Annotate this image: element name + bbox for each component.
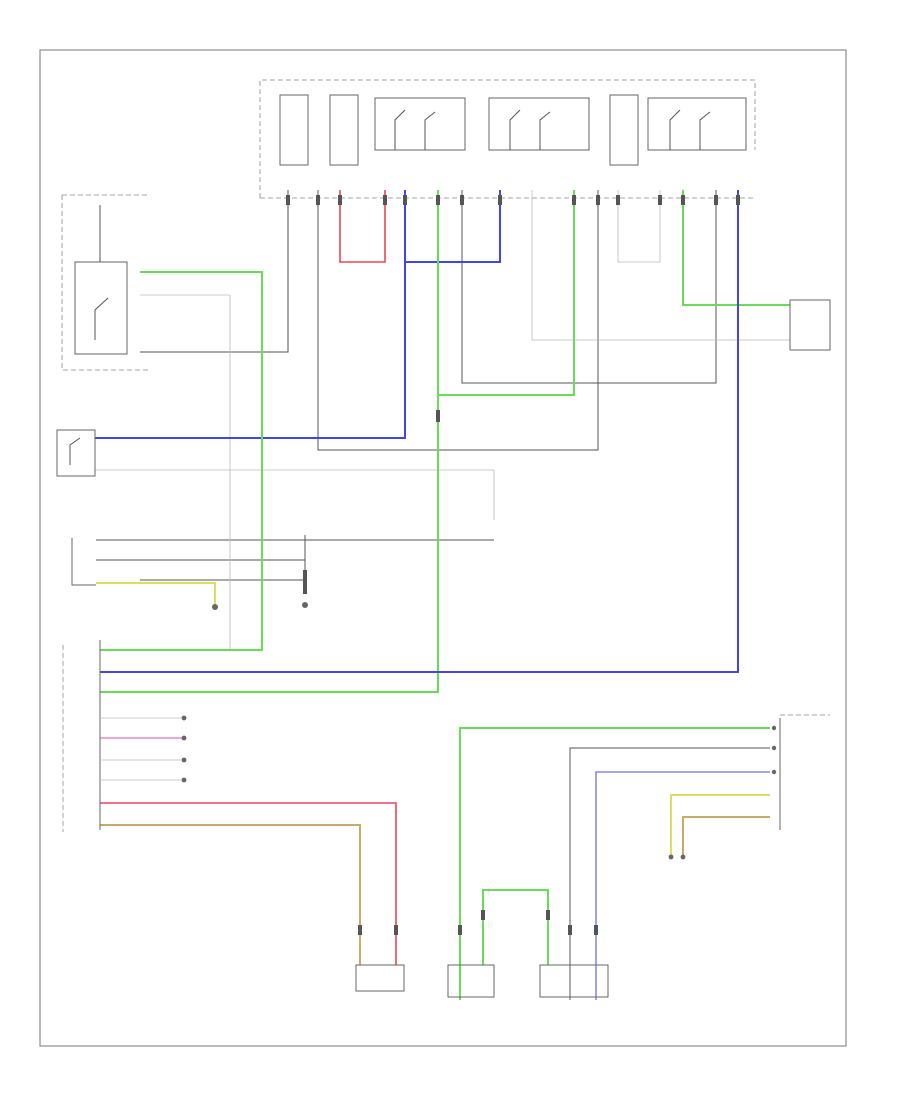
ecm: [62, 640, 187, 832]
relay-2: [488, 97, 590, 151]
relay-block-left: [61, 194, 150, 371]
instrument-cluster: [668, 714, 830, 860]
actuator-2: [447, 964, 495, 998]
cooling-sensor: [789, 299, 831, 351]
relay-1: [374, 97, 466, 151]
fuse-2: [329, 94, 359, 166]
ground-symbols: [212, 602, 308, 610]
diagram-frame: [39, 49, 847, 1047]
relay-3: [647, 97, 747, 151]
fuse-relay-box: [259, 79, 756, 199]
light-sw: [71, 538, 96, 586]
actuator-1: [355, 964, 405, 992]
ignition-switch: [56, 429, 96, 477]
fuse-1: [279, 94, 309, 166]
fuse-3: [609, 94, 639, 166]
actuator-3: [539, 964, 609, 998]
connector-markers: [286, 195, 740, 935]
colored-wires: [95, 190, 790, 1000]
gray-wires: [95, 190, 790, 1000]
